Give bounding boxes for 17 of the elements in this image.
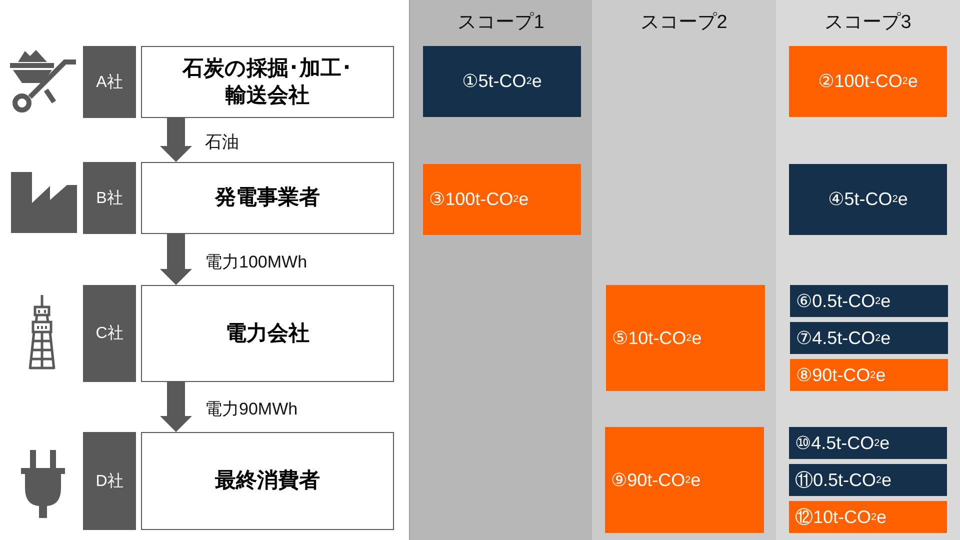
column-band — [592, 0, 776, 540]
column-heading: スコープ3 — [824, 11, 912, 35]
process-box: 石炭の採掘･加工･輸送会社 — [141, 46, 394, 118]
arrow — [160, 382, 192, 432]
process-box: 発電事業者 — [141, 162, 394, 234]
column-band — [409, 0, 592, 540]
company-tag: C社 — [83, 285, 136, 382]
arrow — [160, 234, 192, 285]
arrow — [160, 118, 192, 162]
column-band — [776, 0, 960, 540]
column-heading: スコープ2 — [640, 11, 728, 35]
company-tag: B社 — [83, 162, 136, 234]
company-tag: D社 — [83, 432, 136, 530]
process-box: 電力会社 — [141, 285, 394, 382]
column-heading: スコープ1 — [458, 11, 544, 35]
process-box: 最終消費者 — [141, 432, 394, 530]
company-tag: A社 — [83, 46, 136, 118]
